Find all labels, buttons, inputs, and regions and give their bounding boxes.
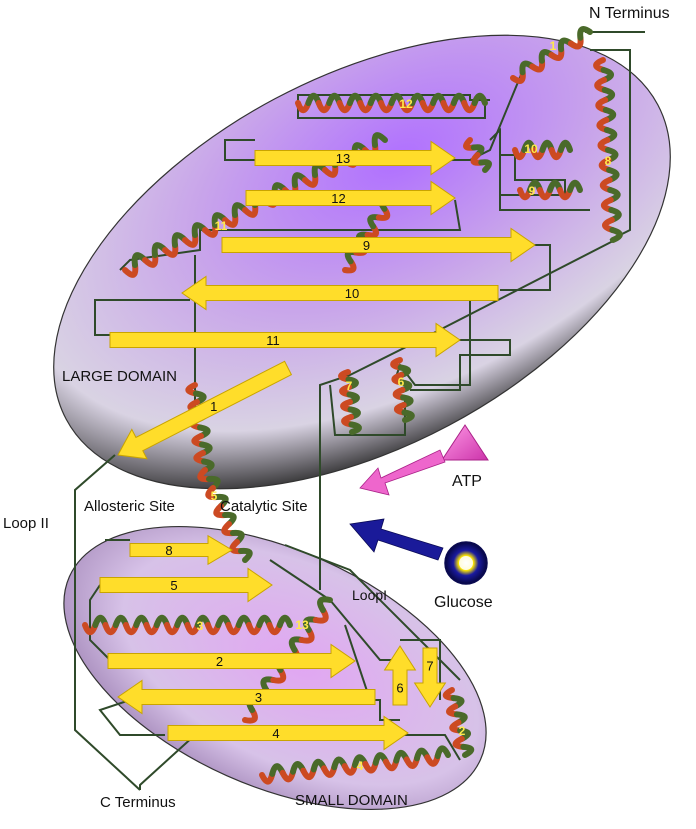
atp-arrow [359, 449, 446, 496]
strand-8-arrow [129, 534, 233, 566]
helix-9-coil [567, 179, 583, 193]
glucose-binding-arrow [349, 518, 444, 561]
helix-8-coil [609, 227, 623, 243]
strand-8-label: 8 [165, 543, 172, 558]
glucose-ligand: Glucose [434, 541, 493, 611]
helix-7-coil [348, 421, 362, 435]
helix-2-label: 2 [459, 724, 466, 738]
strand-3: 3 [117, 679, 376, 715]
strand-13-label: 13 [336, 151, 350, 166]
strand-11-label: 11 [266, 333, 280, 348]
atp-triangle [441, 424, 489, 461]
atp-label: ATP [452, 473, 482, 490]
strand-6-label: 6 [396, 681, 403, 696]
helix-10-coil [557, 139, 573, 153]
strand-9-arrow [221, 227, 536, 263]
helix-6-label: 6 [398, 375, 405, 389]
n-terminus-label: N Terminus [589, 5, 670, 22]
helix-2: 2 [442, 687, 475, 758]
strand-5: 5 [99, 567, 273, 603]
strand-1-label: 1 [210, 399, 217, 414]
helix-10: 10 [512, 139, 573, 161]
strand-12-label: 12 [331, 191, 345, 206]
helix-4-coil [434, 745, 451, 760]
helix-5: 5 [197, 467, 253, 563]
strand-4-label: 4 [272, 726, 279, 741]
helix-2-coil [460, 743, 475, 758]
helix-10-label: 10 [524, 142, 538, 156]
glucose-core [459, 556, 473, 570]
strand-9: 9 [221, 227, 536, 263]
helix-6-coil [401, 409, 415, 423]
loop-i-label: LoopI [352, 587, 387, 603]
strand-5-label: 5 [170, 578, 177, 593]
helix-n-term-coil [577, 26, 593, 41]
helix-9: 9 [517, 179, 583, 201]
helix-12: 12 [295, 92, 488, 114]
strand-11: 11 [109, 322, 461, 358]
strand-5-arrow [99, 567, 273, 603]
helix-8-label: 8 [605, 154, 612, 168]
strand-3-arrow [117, 679, 376, 715]
atp-ligand: ATP [441, 424, 489, 490]
helix-7: 7 [338, 369, 362, 435]
helix-9-label: 9 [529, 184, 536, 198]
strand-7-label: 7 [426, 659, 433, 674]
strand-10-label: 10 [345, 286, 359, 301]
glucose-label: Glucose [434, 594, 493, 611]
helix-4: 4 [259, 745, 451, 785]
helix-6: 6 [390, 357, 415, 423]
helix-3: 3 [82, 614, 293, 636]
strand-10: 10 [181, 275, 499, 311]
helix-7-label: 7 [346, 379, 353, 393]
strand-4: 4 [167, 715, 409, 751]
strand-1-arrow [117, 360, 293, 460]
helix-12-coil [471, 92, 488, 106]
helix-3-coil [276, 614, 293, 628]
small-domain-label: SMALL DOMAIN [295, 792, 408, 809]
strand-3-label: 3 [255, 690, 262, 705]
strand-13-arrow [254, 140, 456, 176]
helix-13-label: 13 [295, 618, 309, 632]
helix-8: 8 [593, 57, 623, 243]
helix-12-label: 12 [399, 97, 413, 111]
strand-9-label: 9 [363, 238, 370, 253]
atp-binding-arrow [359, 449, 446, 496]
strand-2: 2 [107, 643, 356, 679]
strand-2-arrow [107, 643, 356, 679]
helix-13-coil [317, 596, 333, 613]
glucose-arrow [349, 518, 444, 561]
catalytic-site-label: Catalytic Site [220, 498, 308, 515]
strand-12-arrow [245, 180, 456, 216]
large-domain-label: LARGE DOMAIN [62, 368, 177, 385]
strand-4-arrow [167, 715, 409, 751]
helix-n-term-label: 1 [550, 39, 557, 53]
helix-link [463, 137, 492, 173]
helix-5-label: 5 [211, 489, 218, 503]
helix-link-coil [478, 159, 492, 173]
strand-11-arrow [109, 322, 461, 358]
helix-11-coil [371, 132, 388, 148]
strand-7-arrow [413, 647, 447, 708]
strand-6-arrow [383, 645, 417, 706]
helix-5-coil [238, 547, 253, 563]
strand-10-arrow [181, 275, 499, 311]
helix-3-label: 3 [197, 619, 204, 633]
strand-2-label: 2 [216, 654, 223, 669]
strand-7: 7 [413, 647, 447, 708]
loop-ii-label: Loop II [3, 515, 49, 532]
strand-8: 8 [129, 534, 233, 566]
strand-6: 6 [383, 645, 417, 706]
strand-12: 12 [245, 180, 456, 216]
helix-11-label: 11 [215, 219, 228, 233]
helix-n-term: 1 [510, 26, 593, 84]
connecting-loops [74, 31, 645, 791]
strand-13: 13 [254, 140, 456, 176]
strand-1: 1 [117, 360, 293, 460]
helix-4-label: 4 [357, 759, 364, 773]
allosteric-site-label: Allosteric Site [84, 498, 175, 515]
c-terminus-label: C Terminus [100, 794, 176, 811]
